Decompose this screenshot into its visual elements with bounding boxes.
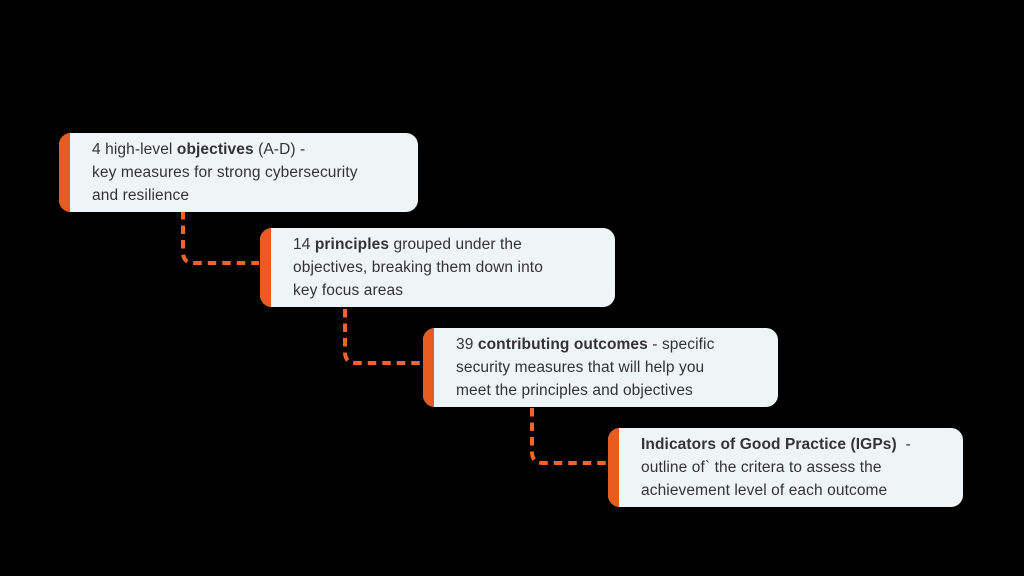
card-igps-text: Indicators of Good Practice (IGPs) - out… [641, 436, 911, 499]
card-contributing-outcomes: 39 contributing outcomes - specific secu… [423, 328, 778, 407]
card-igps: Indicators of Good Practice (IGPs) - out… [608, 428, 963, 507]
card-contributing-outcomes-text: 39 contributing outcomes - specific secu… [456, 336, 715, 399]
accent-bar [59, 133, 70, 212]
accent-bar [260, 228, 271, 307]
card-principles: 14 principles grouped under the objectiv… [260, 228, 615, 307]
card-principles-text: 14 principles grouped under the objectiv… [293, 236, 543, 299]
connector-principles-to-outcomes [343, 309, 424, 365]
card-objectives: 4 high-level objectives (A-D) - key meas… [59, 133, 418, 212]
connector-outcomes-to-igps [530, 408, 609, 465]
accent-bar [608, 428, 619, 507]
card-objectives-text: 4 high-level objectives (A-D) - key meas… [92, 141, 358, 204]
connector-objectives-to-principles [181, 211, 259, 265]
accent-bar [423, 328, 434, 407]
